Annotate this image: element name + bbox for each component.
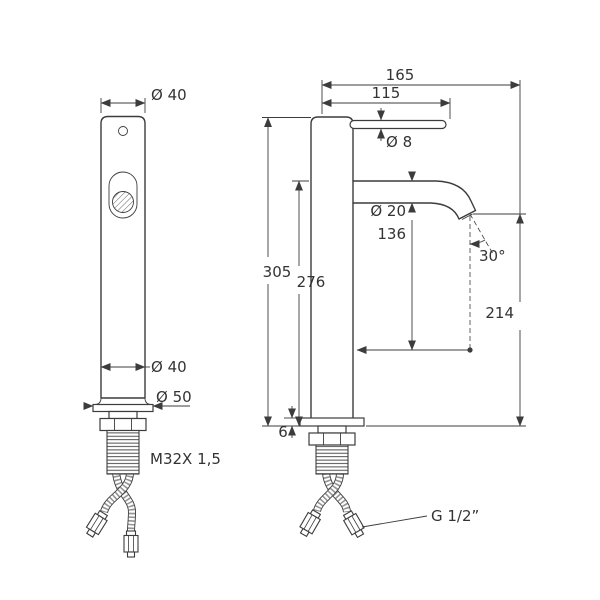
dim-label-top-diameter: Ø 40: [151, 86, 187, 104]
front-dimensions: Ø 40 Ø 40 Ø 50 M32X 1,5: [83, 86, 221, 468]
side-view: 165 115 Ø 8 Ø 20 136 305 276: [262, 66, 526, 540]
hose-fitting: [83, 508, 111, 540]
dim-label-body-diameter: Ø 40: [151, 358, 187, 376]
lock-nut: [99, 417, 147, 432]
reference-point: [467, 347, 473, 353]
hose-fitting: [340, 509, 368, 540]
dim-label-spout-projection: 115: [372, 84, 401, 102]
thread-spec-label: M32X 1,5: [150, 450, 221, 468]
side-hoses: [296, 472, 368, 540]
front-view: Ø 40 Ø 40 Ø 50 M32X 1,5: [83, 86, 221, 558]
hose-fitting: [296, 508, 324, 539]
dim-label-base-diameter: Ø 50: [156, 388, 192, 406]
aerator: [112, 191, 134, 213]
dim-label-spout-diameter: Ø 20: [370, 202, 406, 220]
base-plate: [92, 403, 154, 413]
side-dimensions: 165 115 Ø 8 Ø 20 136 305 276: [262, 66, 526, 528]
lock-nut: [308, 432, 356, 446]
threaded-shank: [106, 429, 140, 475]
threaded-shank: [315, 444, 349, 475]
dim-label-total-height: 305: [263, 263, 292, 281]
shank: [317, 425, 347, 434]
front-body: [100, 115, 146, 399]
hose-fitting: [123, 530, 139, 558]
dim-label-outlet-height: 214: [485, 304, 514, 322]
dim-label-outlet-angle: 30°: [479, 247, 506, 265]
dim-label-spout-height: 276: [297, 273, 326, 291]
shank: [108, 410, 138, 420]
base-plate: [299, 417, 365, 427]
side-body: [310, 116, 477, 419]
set-screw: [118, 126, 128, 136]
spout: [352, 180, 477, 220]
dim-label-lever-diameter: Ø 8: [386, 133, 412, 151]
dim-label-total-projection: 165: [386, 66, 415, 84]
lever-handle: [349, 119, 447, 130]
hose-thread-label: G 1/2”: [431, 507, 479, 525]
front-hoses: [83, 471, 139, 558]
dim-label-base-thickness: 6: [278, 423, 288, 441]
spout-opening: [108, 171, 138, 219]
front-base: [92, 397, 154, 475]
dim-label-spout-drop: 136: [377, 225, 406, 243]
side-base: [299, 417, 365, 475]
